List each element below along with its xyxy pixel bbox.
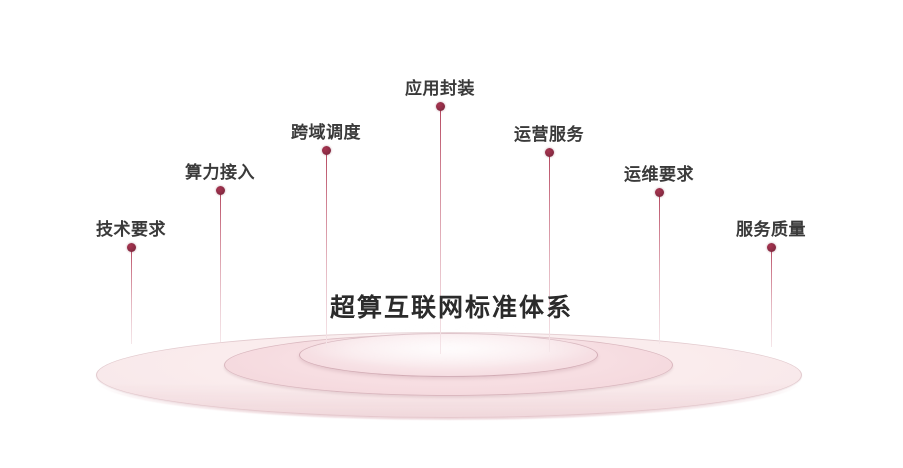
pin-dot-icon xyxy=(321,145,331,155)
pin-label: 服务质量 xyxy=(736,220,806,239)
platform-disc-highlight xyxy=(300,326,600,366)
pin-label: 技术要求 xyxy=(96,220,166,239)
pin-dot-icon xyxy=(544,147,554,157)
pin-dot-icon xyxy=(766,242,776,252)
pin-stem xyxy=(325,150,327,348)
pin-stem xyxy=(658,192,660,344)
pin-stem xyxy=(770,247,772,347)
pin-stem xyxy=(548,152,550,352)
pin-stem xyxy=(219,190,221,342)
pin-stem xyxy=(439,106,441,354)
pin-stem xyxy=(130,247,132,344)
page-title: 超算互联网标准体系 xyxy=(329,294,573,322)
pin-label: 跨域调度 xyxy=(291,123,361,142)
pin-dot-icon xyxy=(654,187,664,197)
pin-label: 运营服务 xyxy=(514,125,584,144)
pin-dot-icon xyxy=(435,101,445,111)
pin-dot-icon xyxy=(215,185,225,195)
pin-label: 运维要求 xyxy=(624,165,694,184)
pin-label: 应用封装 xyxy=(405,79,475,98)
pin-dot-icon xyxy=(126,242,136,252)
pin-label: 算力接入 xyxy=(185,163,255,182)
